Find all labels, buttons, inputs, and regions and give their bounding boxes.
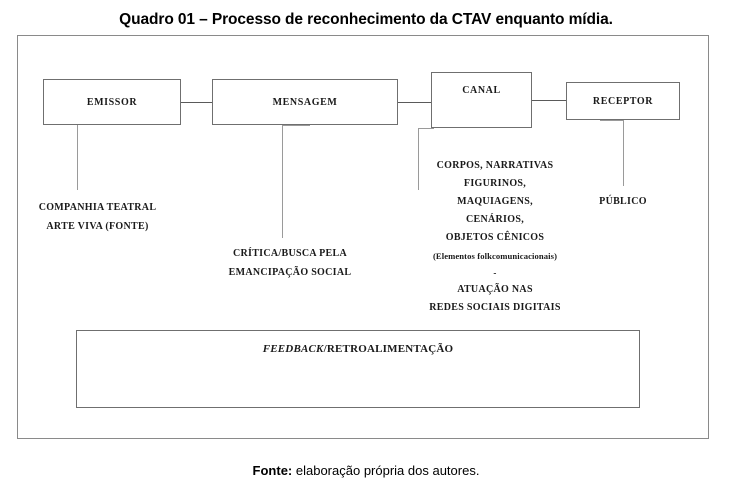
caption-canal-line-4: CENÁRIOS,	[466, 214, 524, 225]
node-label-mensagem: MENSAGEM	[272, 97, 338, 108]
caption-canal-line-2: FIGURINOS,	[463, 178, 527, 189]
connector-mensagem-to-caption	[282, 125, 283, 238]
feedback-label-rest: /RETROALIMENTAÇÃO	[323, 343, 454, 355]
figure-title: Quadro 01 – Processo de reconhecimento d…	[119, 11, 613, 28]
connector-receptor-stub	[600, 120, 623, 121]
node-box-receptor: RECEPTOR	[566, 82, 680, 120]
connector-mensagem-to-canal	[398, 102, 431, 103]
source-note-text: elaboração própria dos autores.	[292, 463, 480, 478]
node-box-mensagem: MENSAGEM	[212, 79, 398, 125]
caption-canal-line-5: OBJETOS CÊNICOS	[445, 232, 545, 243]
source-note-label: Fonte:	[252, 463, 293, 478]
caption-canal-separator: -	[493, 268, 497, 278]
caption-emissor-line-1: COMPANHIA TEATRAL	[38, 202, 157, 213]
caption-mensagem: CRÍTICA/BUSCA PELA EMANCIPAÇÃO SOCIAL	[192, 244, 388, 282]
feedback-label-italic: FEEDBACK	[262, 343, 324, 355]
node-box-emissor: EMISSOR	[43, 79, 181, 125]
node-box-canal: CANAL	[431, 72, 532, 128]
caption-canal-note: (Elementos folkcomunicacionais)	[432, 251, 558, 261]
node-box-feedback: FEEDBACK/RETROALIMENTAÇÃO	[76, 330, 640, 408]
caption-emissor: COMPANHIA TEATRAL ARTE VIVA (FONTE)	[0, 198, 195, 236]
node-label-canal: CANAL	[462, 85, 501, 96]
caption-emissor-line-2: ARTE VIVA (FONTE)	[46, 221, 149, 232]
connector-receptor-to-caption	[623, 120, 624, 186]
connector-mensagem-stub	[282, 125, 310, 126]
caption-mensagem-line-1: CRÍTICA/BUSCA PELA	[232, 248, 348, 259]
connector-emissor-to-mensagem	[181, 102, 212, 103]
connector-canal-stub	[418, 128, 434, 129]
connector-canal-to-receptor	[532, 100, 566, 101]
caption-receptor: PÚBLICO	[563, 192, 683, 211]
caption-canal-line-1: CORPOS, NARRATIVAS	[436, 160, 554, 171]
node-label-emissor: EMISSOR	[86, 97, 138, 108]
caption-canal-tail-2: REDES SOCIAIS DIGITAIS	[429, 302, 561, 313]
feedback-label: FEEDBACK/RETROALIMENTAÇÃO	[77, 343, 639, 355]
caption-canal-line-3: MAQUIAGENS,	[457, 196, 533, 207]
source-note: Fonte: elaboração própria dos autores.	[0, 463, 732, 478]
node-label-receptor: RECEPTOR	[592, 96, 654, 107]
connector-emissor-to-caption	[77, 125, 78, 190]
caption-canal-tail-1: ATUAÇÃO NAS	[457, 284, 533, 295]
caption-mensagem-line-2: EMANCIPAÇÃO SOCIAL	[228, 267, 352, 278]
caption-canal: CORPOS, NARRATIVAS FIGURINOS, MAQUIAGENS…	[400, 157, 590, 317]
connector-canal-to-caption	[418, 128, 419, 190]
caption-receptor-line-1: PÚBLICO	[599, 196, 647, 207]
